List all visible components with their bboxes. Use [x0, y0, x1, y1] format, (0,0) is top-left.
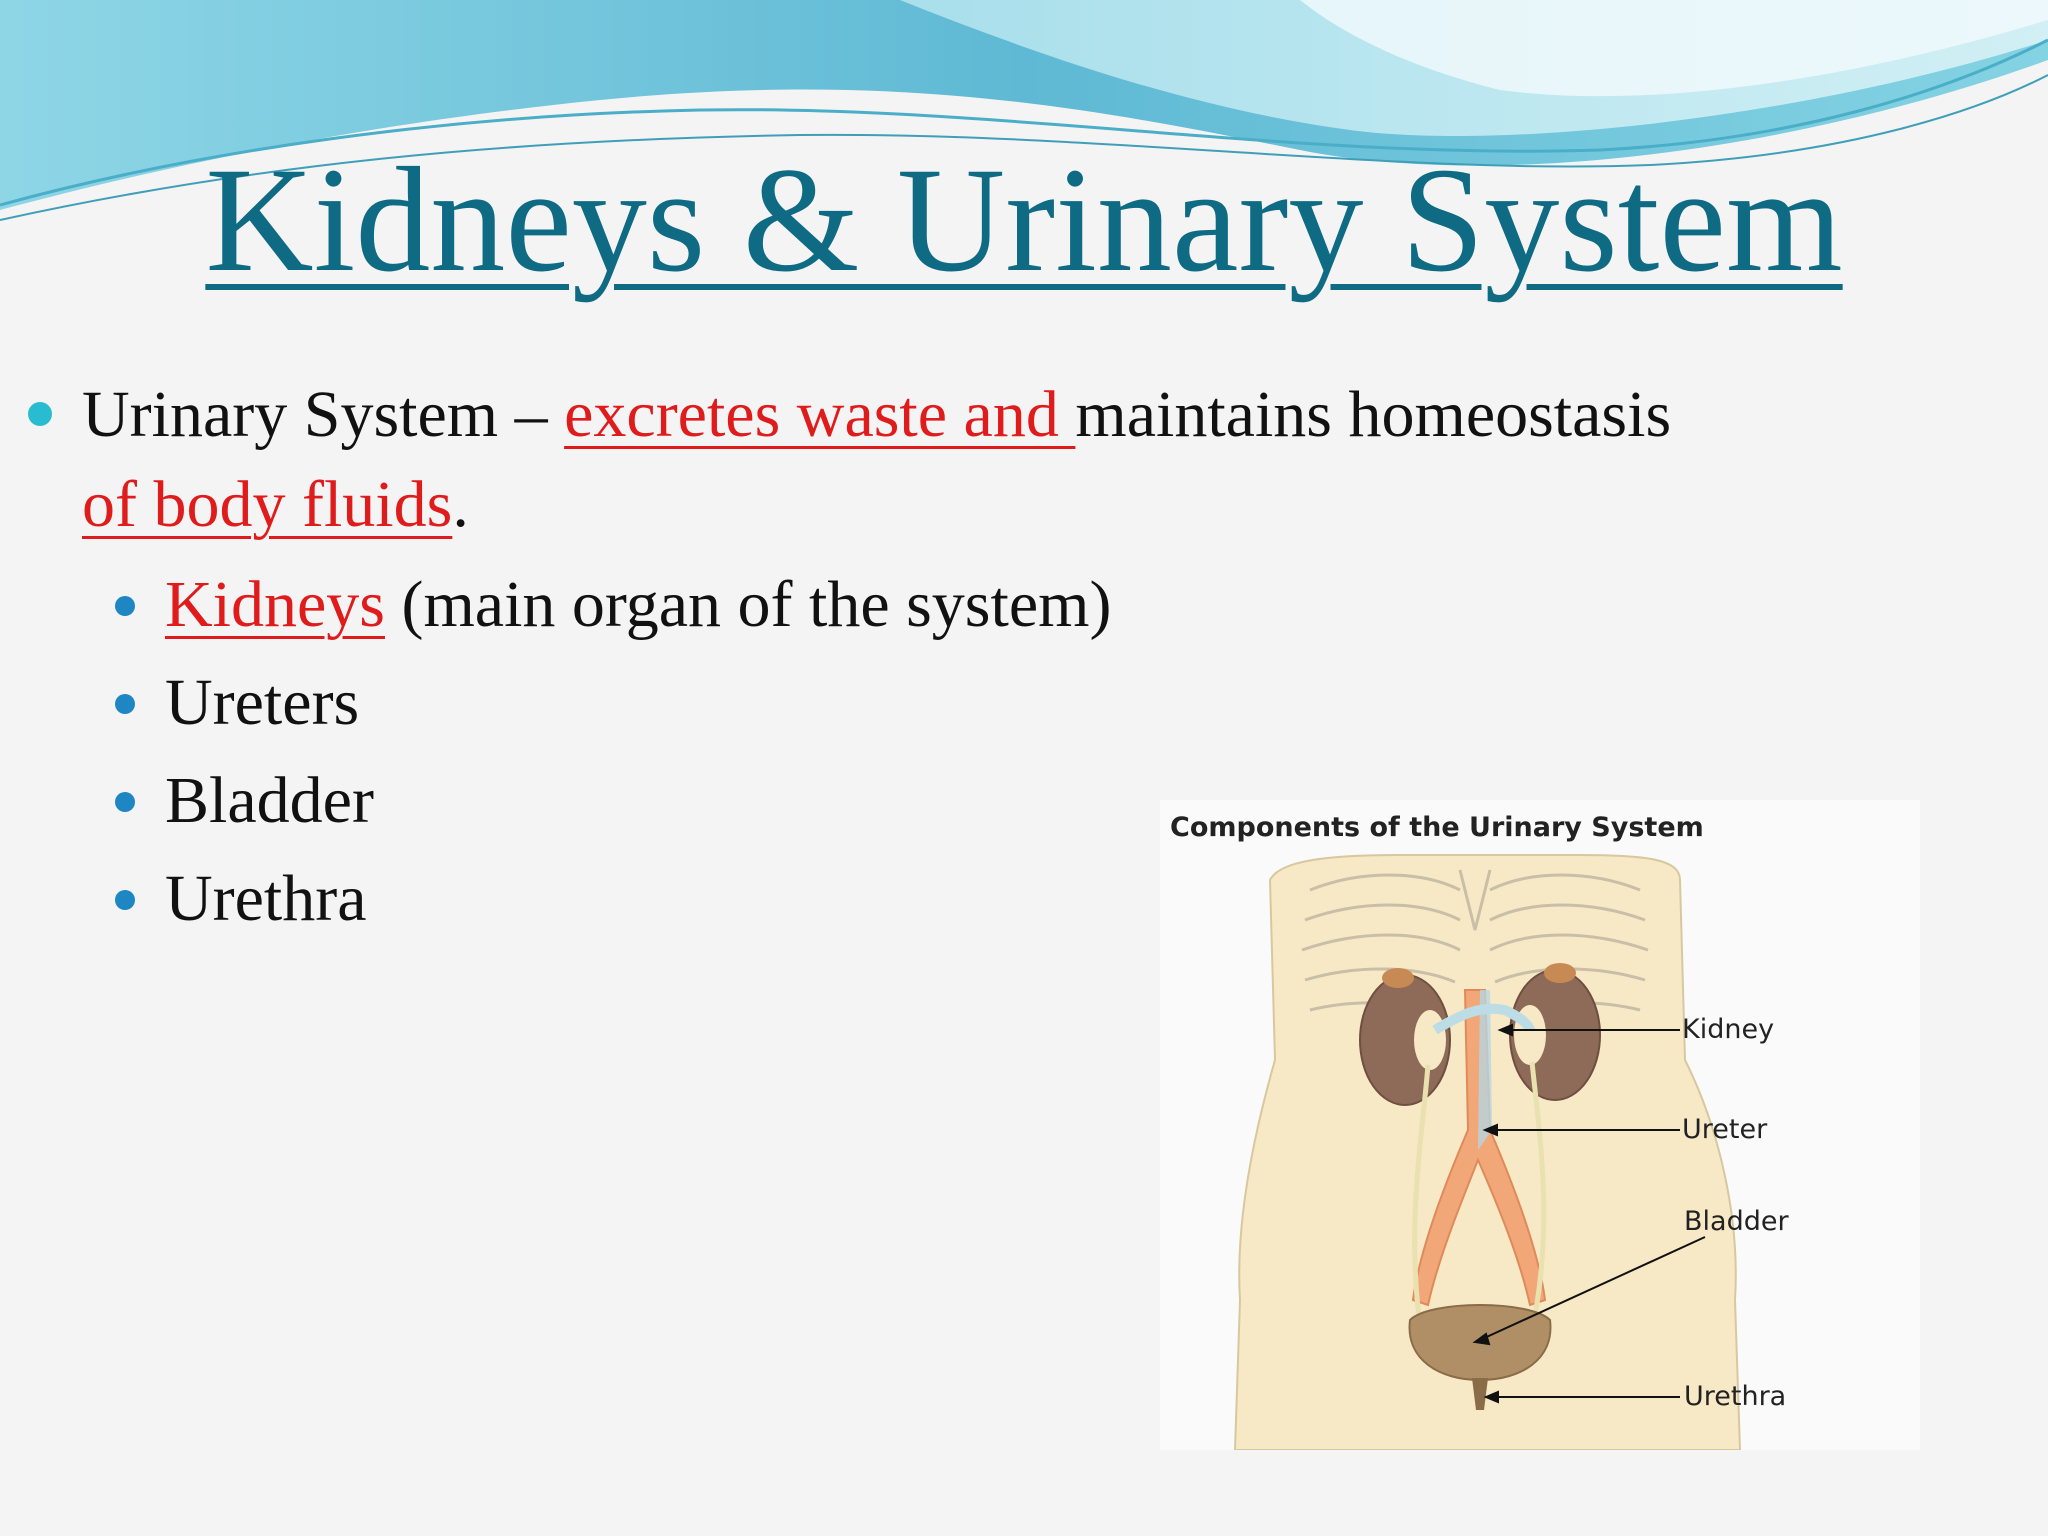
bullet-text-period: . [452, 468, 469, 541]
bullet-text-part1: Urinary System – [82, 378, 565, 451]
bullet-dot [28, 402, 52, 426]
sub-bullet-dot [115, 694, 135, 714]
decorative-waves [0, 0, 2048, 221]
diagram-title: Components of the Urinary System [1170, 812, 1704, 843]
main-bullet: Urinary System – excretes waste and main… [82, 370, 1682, 550]
label-kidney: Kidney [1682, 1014, 1775, 1045]
sub-bullet-kidneys: Kidneys (main organ of the system) [165, 565, 1111, 645]
bullet-highlight-fluids: of body fluids [82, 468, 453, 541]
sub-bullet-dot [115, 596, 135, 616]
kidneys-description: (main organ of the system) [384, 568, 1112, 641]
label-bladder: Bladder [1684, 1206, 1789, 1237]
bullet-text-part3: maintains homeostasis [1075, 378, 1672, 451]
slide-title: Kidneys & Urinary System [205, 137, 1843, 303]
sub-bullet-urethra: Urethra [165, 862, 367, 935]
urinary-system-diagram: Components of the Urinary System [1160, 800, 1920, 1450]
bullet-highlight-excretes: excretes waste and [564, 378, 1076, 451]
label-urethra: Urethra [1684, 1381, 1787, 1412]
sub-bullet-dot [115, 792, 135, 812]
sub-bullet-bladder: Bladder [165, 764, 374, 837]
label-ureter: Ureter [1682, 1114, 1768, 1145]
sub-bullet-dot [115, 890, 135, 910]
sub-bullet-ureters: Ureters [165, 666, 360, 739]
anatomy-illustration [1233, 854, 1742, 1450]
kidneys-highlight: Kidneys [165, 568, 385, 641]
